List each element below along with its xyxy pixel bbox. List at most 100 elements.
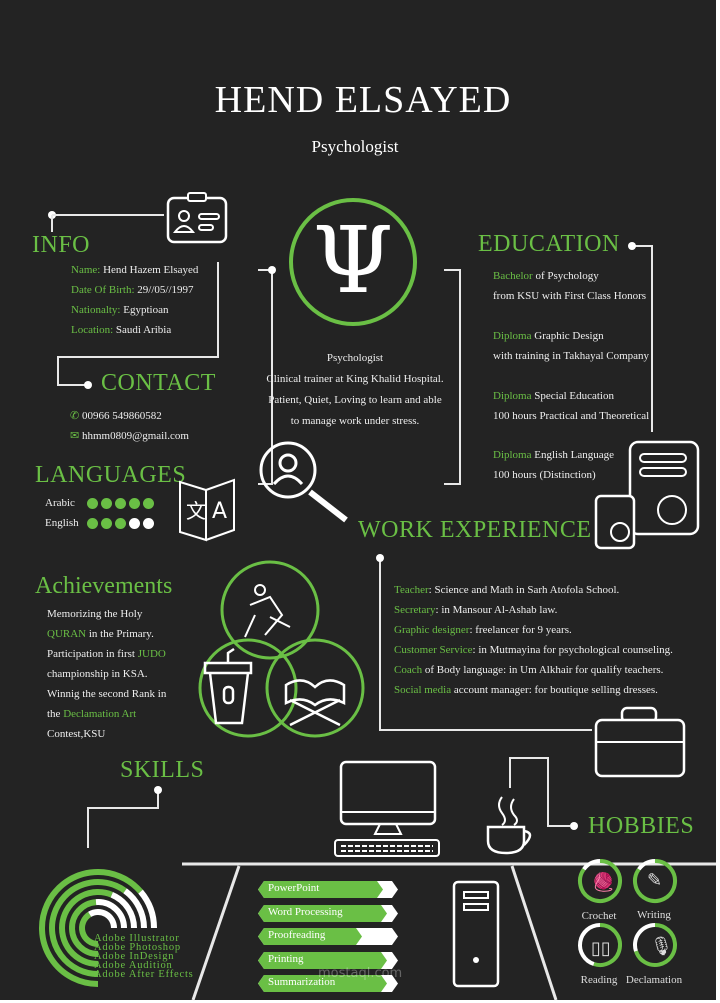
svg-text:A: A bbox=[212, 499, 227, 524]
contact-list: ✆ 00966 549860582 ✉ hhmm0809@gmail.com bbox=[70, 406, 189, 446]
achievement-line: QURAN in the Primary. bbox=[47, 628, 154, 640]
translate-book-icon: 文 A bbox=[179, 478, 235, 542]
info-item: Date Of Birth: 29//05//1997 bbox=[71, 284, 194, 296]
work-heading: WORK EXPERIENCE bbox=[358, 517, 592, 543]
microphone-icon: 🎙 bbox=[650, 936, 673, 957]
software-skill-arc bbox=[79, 911, 99, 947]
languages-list: Arabic English bbox=[45, 493, 157, 533]
software-skill-arc bbox=[39, 869, 143, 987]
info-item: Location: Saudi Aribia bbox=[71, 324, 172, 336]
info-item: Nationalty: Egyptioan bbox=[71, 304, 169, 316]
hobby-rings bbox=[578, 859, 677, 967]
skill-bar-fill bbox=[258, 951, 387, 969]
quran-stand-icon bbox=[284, 679, 346, 727]
skill-bar-label: Summarization bbox=[268, 976, 336, 988]
skill-bar-label: Word Processing bbox=[268, 905, 343, 918]
psi-symbol: Ψ bbox=[312, 207, 394, 314]
software-skill-arc bbox=[110, 891, 137, 929]
skill-bar bbox=[258, 975, 398, 992]
hobby-label: Crochet bbox=[581, 910, 617, 922]
software-skill-arc bbox=[138, 889, 157, 929]
achievement-line: Participation in first JUDO bbox=[47, 648, 166, 660]
language-level-dot bbox=[115, 517, 126, 529]
achievement-line: the Declamation Art bbox=[47, 708, 137, 720]
languages-heading: LANGUAGES bbox=[35, 462, 187, 488]
search-person-icon bbox=[259, 441, 348, 523]
language-level-dot bbox=[129, 497, 140, 509]
language-level-dot bbox=[143, 497, 154, 509]
skill-bar-fill bbox=[258, 904, 387, 922]
coffee-cup-icon bbox=[486, 796, 532, 855]
summary-line: to manage work under stress. bbox=[290, 415, 420, 427]
skill-bar-label: Printing bbox=[268, 952, 304, 965]
software-skill: Adobe Photoshop bbox=[94, 942, 181, 953]
software-skill-arc bbox=[95, 899, 127, 929]
language-row: English bbox=[45, 513, 157, 533]
skill-bar-label: PowerPoint bbox=[268, 882, 320, 894]
profile-summary: Psychologist Clinical trainer at King Kh… bbox=[250, 348, 460, 432]
software-skill-arc bbox=[69, 899, 99, 957]
hobby-level-ring bbox=[578, 859, 622, 903]
language-level-dot bbox=[87, 517, 98, 529]
summary-line: Clinical trainer at King Khalid Hospital… bbox=[266, 373, 444, 385]
skill-bar-fill bbox=[258, 881, 383, 898]
achievement-line: Contest,KSU bbox=[47, 728, 106, 740]
hobby-level-ring bbox=[633, 923, 656, 952]
software-skill: Adobe Audition bbox=[94, 960, 173, 971]
software-skill-arc bbox=[123, 888, 147, 929]
skill-bar bbox=[258, 928, 398, 945]
work-item: Graphic designer: freelancer for 9 years… bbox=[394, 624, 572, 636]
hobby-level-ring bbox=[634, 923, 677, 967]
envelope-icon: ✉ bbox=[70, 430, 80, 442]
language-level-dot bbox=[129, 517, 140, 529]
hobby-level-ring bbox=[578, 923, 601, 966]
hobby-label: Declamation bbox=[625, 974, 683, 986]
email-address[interactable]: hhmm0809@gmail.com bbox=[81, 430, 189, 442]
skill-bar-fill bbox=[258, 975, 387, 992]
work-item: Coach of Body language: in Um Alkhair fo… bbox=[394, 664, 664, 676]
hobby-level-ring bbox=[637, 859, 656, 871]
work-item: Teacher: Science and Math in Sarh Atofol… bbox=[394, 584, 620, 596]
job-title: Psychologist bbox=[311, 137, 399, 156]
skill-bar bbox=[258, 951, 398, 969]
pencil-edit-icon: ✎ bbox=[647, 870, 663, 891]
phone-icon: ✆ bbox=[70, 410, 80, 422]
summary-line: Psychologist bbox=[326, 352, 384, 364]
language-level-dot bbox=[115, 497, 126, 509]
skill-bar bbox=[258, 904, 398, 922]
software-skill-arc bbox=[59, 889, 113, 967]
achievements-heading: Achievements bbox=[35, 573, 173, 599]
software-skill-arc bbox=[88, 909, 117, 929]
work-list: Teacher: Science and Math in Sarh Atofol… bbox=[394, 580, 673, 700]
phone-number[interactable]: 00966 549860582 bbox=[81, 410, 162, 422]
software-skill: Adobe Illustrator bbox=[94, 933, 180, 944]
achievement-line: championship in KSA. bbox=[47, 668, 148, 680]
judo-icon bbox=[244, 584, 291, 638]
hobby-label: Reading bbox=[580, 974, 618, 986]
language-level-dot bbox=[101, 497, 112, 509]
software-skill-list: Adobe Illustrator Adobe Photoshop Adobe … bbox=[94, 933, 194, 980]
language-level-dot bbox=[143, 517, 154, 529]
work-item: Secretary: in Mansour Al-Ashab law. bbox=[394, 604, 558, 616]
certificate-icon bbox=[594, 440, 700, 550]
monitor-icon bbox=[334, 760, 440, 857]
pc-tower-icon bbox=[452, 880, 500, 988]
podium-icon bbox=[203, 647, 253, 725]
software-skill: Adobe InDesign bbox=[94, 951, 175, 962]
watermark: mostaql.com bbox=[318, 966, 403, 981]
briefcase-icon bbox=[594, 706, 686, 778]
hobbies-heading: HOBBIES bbox=[588, 813, 695, 839]
info-item: Name: Hend Hazem Elsayed bbox=[71, 264, 199, 276]
skill-bar-label: Proofreading bbox=[268, 929, 326, 941]
hobby-label: Writing bbox=[637, 909, 671, 921]
language-level-dot bbox=[87, 497, 98, 509]
hobby-level-ring bbox=[633, 859, 677, 903]
svg-text:文: 文 bbox=[186, 499, 206, 523]
software-skill-arc bbox=[49, 879, 127, 977]
